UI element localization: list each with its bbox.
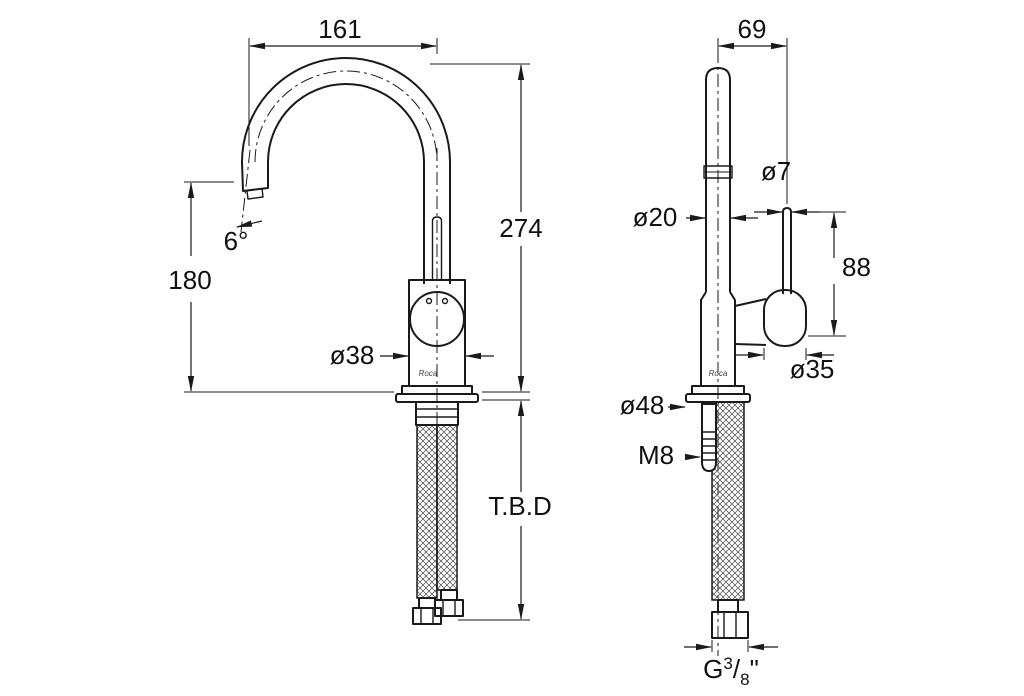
total-height-label: 274 (499, 213, 542, 243)
handle-hub (763, 289, 807, 347)
hose-nut-right (434, 599, 464, 617)
base-diameter-label: ø48 (620, 390, 665, 420)
dimension-handle-offset: 69 (717, 14, 788, 204)
dimension-hose-length: T.B.D (458, 399, 552, 621)
supply-hose-right (436, 424, 458, 591)
dimension-fixing-stud: M8 (638, 440, 701, 470)
brand-logo-front: Roca (419, 369, 438, 378)
front-faucet-outline: Roca (241, 57, 479, 426)
lever-height-extension-lines (795, 211, 846, 337)
dimension-outlet-angle: 6° (224, 220, 263, 256)
connector-nut-flats (723, 612, 737, 638)
hose-length-label: T.B.D (488, 491, 552, 521)
dimension-outlet-height: 180 (168, 181, 394, 393)
fixing-stud (701, 403, 717, 473)
outlet-angle-label: 6° (224, 226, 249, 256)
gooseneck-spout-outline (241, 57, 451, 284)
hose-nut-right-flats (442, 600, 456, 616)
hot-indicator-dot (425, 297, 433, 305)
brand-logo-side: Roca (709, 369, 728, 378)
handle-hub-diameter-label: ø35 (790, 354, 835, 384)
connector-nut (711, 611, 749, 639)
dimension-connector-thread: G3/8" (684, 640, 778, 689)
connector-ferrule (717, 599, 739, 613)
cold-indicator-dot (441, 297, 449, 305)
spout-arc-centerline (254, 70, 438, 163)
dimension-handle-hub-diameter: ø35 (736, 348, 834, 384)
front-view: Roca 161 274 180 (168, 14, 552, 625)
spout-aerator (246, 187, 264, 200)
front-supply-hoses (412, 424, 464, 625)
total-height-extension-lines (430, 63, 530, 393)
front-centerlines (240, 70, 438, 438)
outlet-height-label: 180 (168, 265, 211, 295)
hose-ferrule-left (418, 597, 436, 609)
side-faucet-outline: Roca (685, 67, 807, 403)
dimension-body-diameter: ø38 (330, 340, 494, 370)
spout-reach-extension-lines (248, 38, 438, 146)
spout-reach-label: 161 (318, 14, 361, 44)
lever-height-label: 88 (842, 252, 871, 282)
handle-lever-rod (782, 207, 792, 294)
side-column-outline (705, 67, 731, 292)
side-view: Roca 69 ø20 ø7 (620, 14, 871, 689)
dimension-lever-height: 88 (795, 211, 871, 337)
mounting-nut-lines (416, 408, 458, 418)
body-knob-circle (409, 291, 465, 347)
side-supply-hose (701, 401, 749, 639)
dimension-spout-reach: 161 (248, 14, 438, 146)
fixing-stud-label: M8 (638, 440, 674, 470)
dimension-total-height: 274 (430, 63, 543, 393)
hose-nut-left-flats (420, 608, 434, 624)
connector-thread-label: G3/8" (703, 654, 759, 689)
hose-ferrule-right (440, 589, 458, 601)
dimension-column-diameter: ø20 (633, 202, 758, 232)
body-diameter-label: ø38 (330, 340, 375, 370)
fixing-stud-threads (702, 431, 716, 461)
cartridge-stem (431, 216, 443, 280)
dimension-base-diameter: ø48 (620, 390, 686, 420)
lever-diameter-label: ø7 (761, 156, 791, 186)
column-diameter-label: ø20 (633, 202, 678, 232)
supply-hose-left (416, 424, 438, 599)
connector-extension-lines (711, 640, 749, 652)
handle-offset-label: 69 (738, 14, 767, 44)
handle-neck (734, 298, 767, 346)
